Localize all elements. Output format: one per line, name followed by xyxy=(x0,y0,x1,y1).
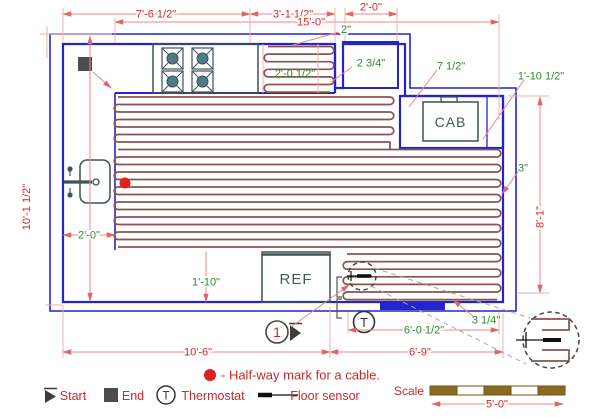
circuit-leader xyxy=(290,284,350,328)
wall-conduit-brackets xyxy=(336,276,342,319)
dim-bottom-seg1: 10'-6" xyxy=(184,347,212,359)
faucet-knob xyxy=(67,192,73,198)
legend-floor-sensor-label: Floor sensor xyxy=(290,389,359,403)
circuit-number: 1 xyxy=(273,324,281,340)
thermostat-icon-letter: T xyxy=(162,391,169,403)
scale-label: Scale xyxy=(394,384,424,398)
burner xyxy=(161,47,184,70)
cable-run xyxy=(113,96,395,143)
ref-label: REF xyxy=(280,271,313,288)
cabinet-bay-outline xyxy=(398,94,505,150)
legend: - Half-way mark for a cable. Start End T… xyxy=(44,368,380,405)
cable-run xyxy=(263,45,335,93)
heating-cable-serpentine xyxy=(113,45,502,301)
dim-sink-offset: 2'-0" xyxy=(78,230,100,242)
burner xyxy=(191,70,214,93)
cable-run xyxy=(113,148,502,248)
dim-right-height: 8'-1" xyxy=(535,206,547,228)
top-alcove-square xyxy=(342,41,399,89)
dim-wall-gap: 3" xyxy=(518,163,528,175)
circuit-start-marker: 1 xyxy=(265,284,350,344)
end-icon xyxy=(104,388,118,402)
cabinet: CAB xyxy=(422,96,479,142)
dim-counter-depth: 2'-0 1/2" xyxy=(275,68,315,80)
legend-end-label: End xyxy=(122,389,144,403)
scale-length: 5'-0" xyxy=(486,399,508,411)
dim-cab-width: 1'-10 1/2" xyxy=(518,71,564,83)
cab-label: CAB xyxy=(435,114,467,130)
dim-bottom-seg2: 6'-9" xyxy=(409,347,431,359)
cabinet-handle xyxy=(440,96,458,103)
dim-top-total: 15'-0" xyxy=(297,17,325,29)
dim-left-height: 10'-1 1/2" xyxy=(21,184,33,230)
halfway-legend-text: - Half-way mark for a cable. xyxy=(221,368,380,383)
legend-thermostat-label: Thermostat xyxy=(181,389,245,403)
outer-wall-outline xyxy=(49,33,517,312)
sink xyxy=(64,159,111,204)
dim-top-seg1: 7'-6 1/2" xyxy=(136,9,176,21)
dim-ref-gap: 1'-10" xyxy=(192,277,220,289)
halfway-mark-dot xyxy=(119,177,131,189)
start-flag-icon xyxy=(290,325,301,341)
dim-gap-square: 2 3/4" xyxy=(357,58,385,70)
faucet-head xyxy=(92,178,100,186)
start-icon xyxy=(45,390,56,403)
halfway-legend-dot xyxy=(204,369,216,381)
faucet-knob xyxy=(67,166,73,172)
burner xyxy=(161,70,184,93)
thermostat-letter: T xyxy=(360,315,368,330)
dim-top-seg3: 2'-0" xyxy=(360,2,382,14)
stove xyxy=(152,43,259,94)
cable-run xyxy=(342,253,502,301)
door-threshold xyxy=(380,302,445,310)
burner xyxy=(191,47,214,70)
inner-wall-floor xyxy=(61,42,505,304)
detail-cable-loops xyxy=(531,318,570,362)
dim-cable-spacing: 2" xyxy=(341,24,351,36)
dim-corner-gap: 3 1/4" xyxy=(472,315,500,327)
legend-start-label: Start xyxy=(60,389,87,403)
floor-sensor-symbol xyxy=(347,261,377,291)
thermostat-symbol: T xyxy=(352,310,376,334)
dim-gap-step: 7 1/2" xyxy=(437,61,465,73)
dim-top-seg2: 3'-1 1/2" xyxy=(273,9,313,21)
end-marker-leader xyxy=(92,71,112,89)
dim-sensor-run: 6'-0 1/2" xyxy=(404,325,444,337)
refrigerator: REF xyxy=(261,251,331,303)
scale-bar: Scale 5'-0" xyxy=(394,384,566,412)
thermostat-icon xyxy=(156,385,176,405)
dimension-lines xyxy=(40,8,549,358)
dimension-texts: 7'-6 1/2" 3'-1 1/2" 2'-0" 15'-0" 2" 2'-0… xyxy=(21,0,564,360)
